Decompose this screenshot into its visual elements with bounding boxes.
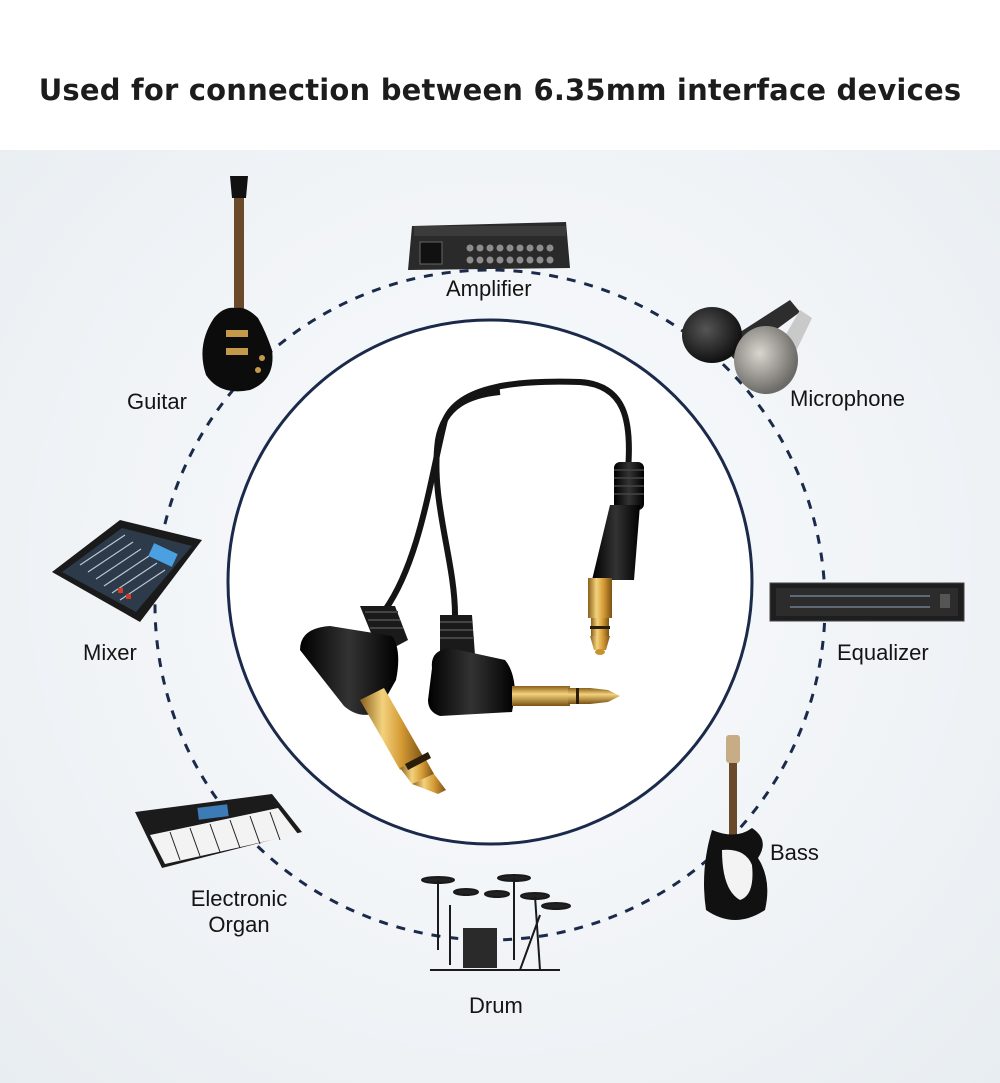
label-bass: Bass <box>770 840 819 865</box>
mixer-amplifier-icon <box>408 222 570 270</box>
label-amplifier: Amplifier <box>446 276 532 301</box>
electric-guitar-icon <box>202 176 273 392</box>
inner-ring <box>226 318 754 846</box>
bass-guitar-icon <box>704 735 768 920</box>
label-electronic-organ-line2: Organ <box>208 912 270 937</box>
label-mixer: Mixer <box>83 640 137 665</box>
dual-6.35mm-right-angle-cable-icon <box>300 378 644 794</box>
label-electronic-organ: Electronic Organ <box>183 886 295 938</box>
label-guitar: Guitar <box>127 389 187 414</box>
label-microphone: Microphone <box>790 386 905 411</box>
header: Used for connection between 6.35mm inter… <box>0 0 1000 150</box>
drum-kit-icon <box>421 874 571 971</box>
label-electronic-organ-line1: Electronic <box>190 886 288 911</box>
mixing-console-icon <box>52 520 202 622</box>
microphone-icon <box>682 300 812 394</box>
rack-equalizer-icon <box>769 582 965 622</box>
label-equalizer: Equalizer <box>837 640 929 665</box>
page-title: Used for connection between 6.35mm inter… <box>38 73 962 107</box>
keyboard-icon <box>135 794 302 868</box>
label-drum: Drum <box>469 993 523 1018</box>
